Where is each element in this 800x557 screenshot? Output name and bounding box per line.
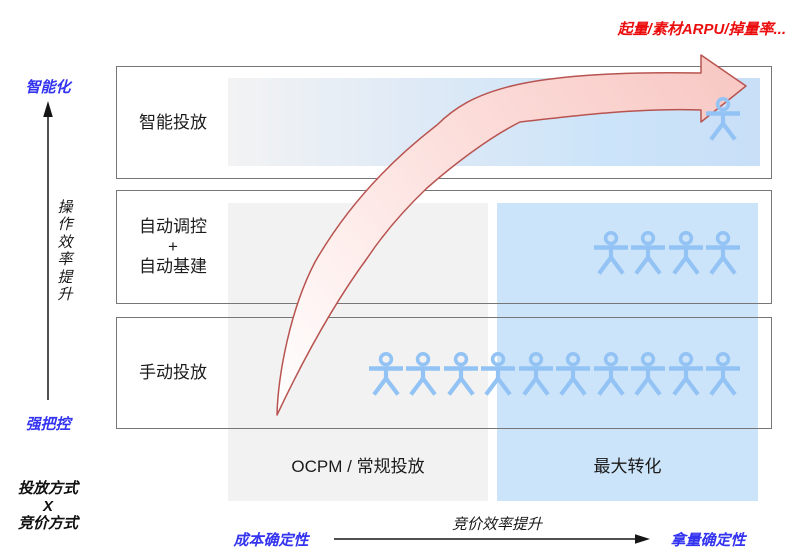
y-axis-title: 操 作 效 率 提 升 bbox=[57, 199, 73, 304]
person-icon bbox=[368, 352, 403, 396]
person-icon bbox=[481, 352, 515, 396]
row-manual-delivery-label: 手动投放 bbox=[139, 363, 207, 382]
person-icon bbox=[668, 352, 703, 396]
top-metrics-note: 起量/素材ARPU/掉量率... bbox=[617, 21, 786, 38]
person-icon bbox=[556, 352, 590, 396]
person-icon bbox=[406, 352, 440, 396]
y-axis-bottom-label: 强把控 bbox=[25, 416, 71, 433]
column-label-ocpm: OCPM / 常规投放 bbox=[291, 457, 425, 476]
person-icon bbox=[593, 231, 628, 275]
x-axis-arrow bbox=[334, 534, 650, 544]
y-axis-top-label: 智能化 bbox=[25, 79, 71, 96]
x-axis-right-label: 拿量确定性 bbox=[670, 532, 746, 549]
person-icon bbox=[706, 231, 740, 275]
row-auto-control-label: 自动调控 + 自动基建 bbox=[139, 217, 207, 276]
person-icon bbox=[706, 352, 740, 396]
axes-corner-label: 投放方式 X 竞价方式 bbox=[17, 480, 78, 532]
row-smart-delivery-label: 智能投放 bbox=[139, 112, 207, 132]
person-icon bbox=[593, 352, 628, 396]
person-icons-row-smart bbox=[705, 97, 741, 141]
row-smart-delivery: 智能投放 bbox=[116, 66, 772, 179]
person-icon bbox=[706, 97, 740, 141]
person-icons-row-auto bbox=[593, 231, 742, 275]
person-icon bbox=[668, 231, 703, 275]
x-axis-title: 竞价效率提升 bbox=[451, 516, 542, 533]
person-icon bbox=[631, 352, 665, 396]
person-icons-row-manual bbox=[368, 352, 742, 396]
person-icon bbox=[443, 352, 478, 396]
person-icon bbox=[631, 231, 665, 275]
column-label-max-conversion: 最大转化 bbox=[593, 457, 662, 476]
x-axis-left-label: 成本确定性 bbox=[233, 532, 309, 549]
person-icon bbox=[518, 352, 553, 396]
